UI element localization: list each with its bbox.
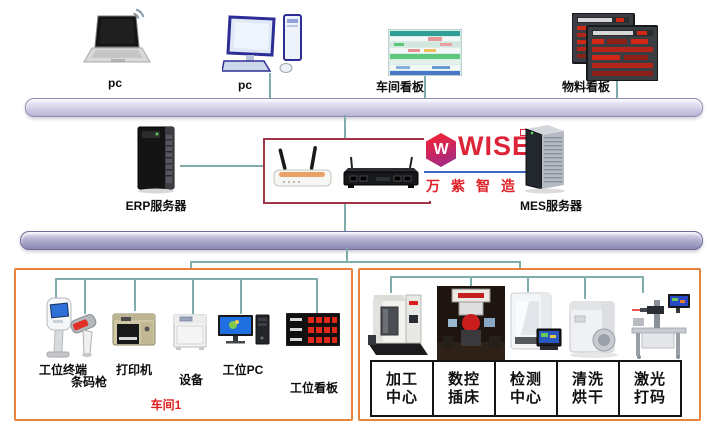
machine2-line2: 插床 <box>447 388 480 406</box>
inspection-center-photo <box>510 292 562 350</box>
machine-label-table: 加工 中心 数控 插床 检测 中心 清洗 烘干 激光 打码 <box>370 360 682 417</box>
machine1-line2: 中心 <box>385 388 418 406</box>
workshop2-bus <box>390 276 642 278</box>
cnc-slotting-machine-photo <box>437 286 505 360</box>
kiosk-terminal-icon <box>46 297 72 358</box>
connector-erp-netbox <box>180 165 264 167</box>
network-bus-bottom <box>20 231 703 250</box>
connector-bus2-branch <box>346 248 348 262</box>
barcode-scanner-icon <box>70 314 97 357</box>
machine-label-cell: 数控 插床 <box>434 362 496 415</box>
drop-scanner <box>84 278 86 314</box>
brand-name: WISE <box>458 131 532 161</box>
connector-bus1-netbox <box>344 115 346 138</box>
brand-tagline: 万紫智造 <box>426 178 526 194</box>
brand-logo-icon: W <box>426 133 456 167</box>
workstation-led-board-icon <box>286 313 340 346</box>
machine-label-cell: 激光 打码 <box>620 362 680 415</box>
workshop-dashboard-icon <box>388 29 462 76</box>
logo-divider <box>424 171 532 173</box>
drop-machining-center <box>390 276 392 293</box>
drop-laser-marking <box>642 276 644 293</box>
material-led-board-label: 物料看板 <box>561 80 610 94</box>
equipment-label: 设备 <box>178 373 203 387</box>
drop-inspection-center <box>527 276 529 292</box>
erp-server-icon <box>137 126 175 194</box>
drop-equipment <box>192 278 194 314</box>
kiosk-terminal-label: 工位终端 <box>38 363 87 377</box>
label-printer-icon <box>112 313 156 346</box>
wireless-router-icon <box>273 146 332 187</box>
branch-line <box>190 261 521 263</box>
drop-kiosk <box>55 278 57 298</box>
connector-pc2-bus1 <box>269 73 271 99</box>
machine3-line1: 检测 <box>509 370 542 388</box>
machine2-line1: 数控 <box>447 370 480 388</box>
machine4-line2: 烘干 <box>571 388 604 406</box>
machine-label-cell: 清洗 烘干 <box>558 362 620 415</box>
barcode-scanner-label: 条码枪 <box>70 375 107 389</box>
machine5-line2: 打码 <box>633 388 666 406</box>
workstation-pc-label: 工位PC <box>222 363 264 377</box>
workshop-dashboard-label: 车间看板 <box>375 80 424 94</box>
workshop1-bus <box>55 278 317 280</box>
label-printer-label: 打印机 <box>115 363 152 377</box>
desktop-pc-icon <box>222 14 302 73</box>
network-bus-top <box>25 98 703 117</box>
mes-server-label: MES服务器 <box>519 199 582 213</box>
machining-center-photo <box>368 294 428 355</box>
connector-ledboard-bus1 <box>616 80 618 99</box>
machine3-line2: 中心 <box>509 388 542 406</box>
mes-server-icon <box>525 125 565 194</box>
pc1-label: pc <box>107 76 122 90</box>
laptop-icon <box>83 15 151 63</box>
workstation-pc-icon <box>218 314 270 345</box>
cleaning-drying-photo <box>569 301 618 358</box>
machine4-line1: 清洗 <box>571 370 604 388</box>
workstation-led-board-label: 工位看板 <box>289 381 338 395</box>
drop-cnc-slotting <box>470 276 472 288</box>
laser-marking-photo <box>631 294 690 359</box>
machine1-line1: 加工 <box>385 370 418 388</box>
erp-server-label: ERP服务器 <box>125 199 187 213</box>
drop-workstation-pc <box>240 278 242 314</box>
drop-cleaning-drying <box>584 276 586 299</box>
network-switch-icon <box>343 156 419 188</box>
machine-label-cell: 加工 中心 <box>372 362 434 415</box>
workshop1-title: 车间1 <box>150 398 182 412</box>
drop-workstation-board <box>316 278 318 314</box>
machine-label-cell: 检测 中心 <box>496 362 558 415</box>
drop-printer <box>134 278 136 311</box>
material-led-board-icon <box>572 13 658 81</box>
company-logo: W WISE 万紫智造 <box>424 129 538 201</box>
connector-netbox-bus2 <box>344 200 346 231</box>
pc2-label: pc <box>237 78 252 92</box>
machine5-line1: 激光 <box>633 370 666 388</box>
connector-dashboard-bus1 <box>424 75 426 99</box>
equipment-icon <box>173 314 207 350</box>
